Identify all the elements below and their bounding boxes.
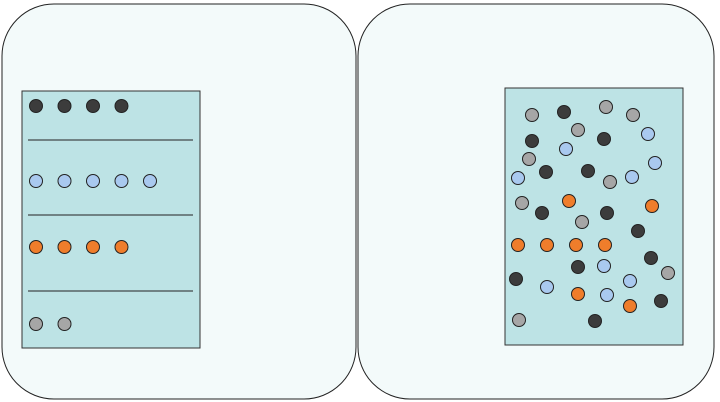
blue-dot	[57, 174, 72, 188]
black-dot	[557, 105, 571, 119]
blue-dot	[600, 288, 614, 302]
row-orange	[29, 240, 129, 254]
black-dot	[86, 99, 100, 113]
right-panel	[357, 3, 715, 400]
orange-dot	[57, 240, 72, 254]
gray-dot	[57, 317, 72, 331]
row-blue	[29, 174, 157, 188]
mixed-container	[504, 87, 684, 346]
orange-dot	[569, 238, 583, 252]
gray-dot	[575, 215, 589, 229]
blue-dot	[625, 170, 639, 184]
gray-dot	[571, 123, 585, 137]
orange-dot	[511, 238, 525, 252]
row-gray	[29, 317, 72, 331]
blue-dot	[86, 174, 100, 188]
blue-dot	[511, 171, 525, 185]
blue-dot	[623, 274, 637, 288]
orange-dot	[571, 287, 585, 301]
black-dot	[29, 99, 43, 113]
black-dot	[525, 134, 539, 148]
orange-dot	[562, 194, 576, 208]
gray-dot	[522, 152, 536, 166]
black-dot	[631, 224, 645, 238]
orange-dot	[623, 299, 637, 313]
orange-dot	[598, 238, 612, 252]
orange-dot	[29, 240, 43, 254]
mixed-dots	[509, 100, 675, 328]
gray-dot	[515, 196, 529, 210]
gray-dot	[661, 266, 675, 280]
black-dot	[571, 260, 585, 274]
blue-dot	[114, 174, 129, 188]
black-dot	[539, 165, 553, 179]
gray-dot	[603, 175, 617, 189]
black-dot	[581, 164, 595, 178]
black-dot	[597, 132, 611, 146]
black-dot	[114, 99, 129, 113]
blue-dot	[143, 174, 157, 188]
blue-dot	[648, 156, 662, 170]
blue-dot	[540, 280, 554, 294]
blue-dot	[559, 142, 573, 156]
left-panel	[1, 3, 357, 400]
black-dot	[535, 206, 549, 220]
black-dot	[57, 99, 72, 113]
sorted-container	[21, 90, 201, 349]
blue-dot	[597, 259, 611, 273]
black-dot	[654, 294, 668, 308]
gray-dot	[525, 108, 539, 122]
row-black	[29, 99, 129, 113]
orange-dot	[86, 240, 100, 254]
black-dot	[600, 206, 614, 220]
gray-dot	[512, 313, 526, 327]
black-dot	[644, 251, 658, 265]
gray-dot	[29, 317, 43, 331]
black-dot	[588, 314, 602, 328]
orange-dot	[114, 240, 129, 254]
black-dot	[509, 272, 523, 286]
orange-dot	[645, 199, 659, 213]
blue-dot	[641, 127, 655, 141]
blue-dot	[29, 174, 43, 188]
gray-dot	[599, 100, 613, 114]
gray-dot	[626, 108, 640, 122]
orange-dot	[540, 238, 554, 252]
